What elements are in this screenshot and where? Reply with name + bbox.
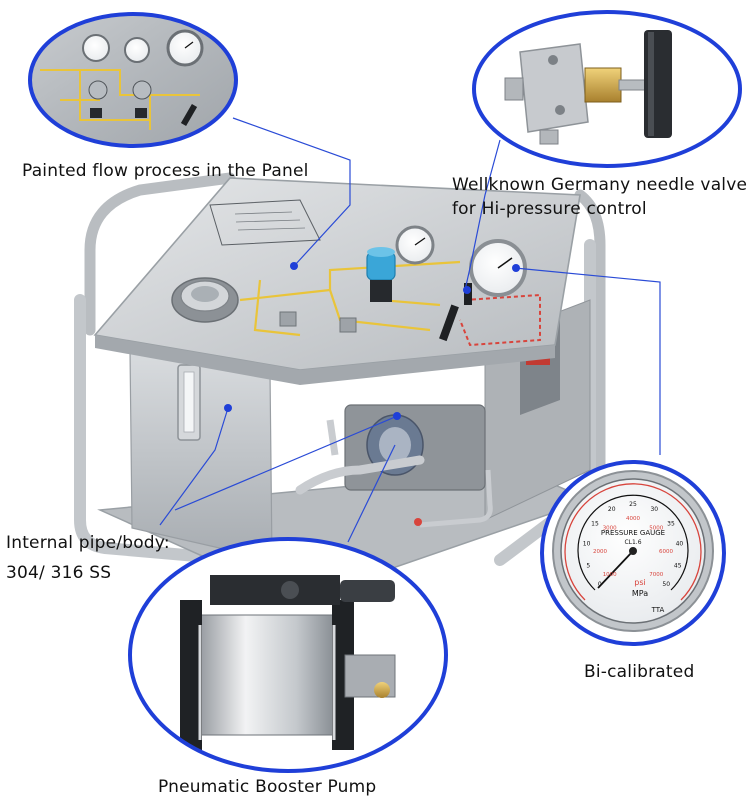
caption-needle-valve: Wellknown Germany needle valve for Hi-pr… (452, 173, 747, 221)
caption-internal-pipe-line1: Internal pipe/body: (6, 533, 170, 553)
gauge-inner-label-9: 45 (674, 563, 682, 570)
gauge-inner-label-6: 30 (650, 506, 658, 513)
caption-internal-pipe: Internal pipe/body: 304/ 316 SS (6, 528, 170, 588)
gauge-outer-label-1: 2000 (593, 549, 607, 555)
caption-needle-valve-line1: Wellknown Germany needle valve (452, 175, 748, 195)
gauge-inner-label-8: 40 (676, 541, 684, 548)
gauge-outer-scale: 1000 2000 3000 4000 5000 6000 7000 (593, 516, 673, 578)
gauge-inner-label-5: 25 (629, 501, 637, 508)
callout-needle-valve (472, 10, 742, 168)
gauge-unit-psi: psi (634, 578, 645, 587)
callout-panel-flow (28, 12, 238, 148)
gauge-outer-label-3: 4000 (626, 516, 640, 522)
leader-dots (224, 262, 520, 420)
gauge-outer-label-2: 3000 (603, 526, 617, 532)
gauge-outer-label-4: 5000 (649, 526, 663, 532)
gauge-inner-label-2: 10 (583, 541, 591, 548)
caption-needle-valve-line2: for Hi-pressure control (452, 199, 647, 219)
gauge-inner-label-7: 35 (667, 520, 675, 527)
caption-internal-pipe-line2: 304/ 316 SS (6, 563, 112, 583)
gauge-unit-mpa: MPa (632, 589, 648, 598)
gauge-outer-label-5: 6000 (659, 549, 673, 555)
gauge-class: CL1.6 (624, 539, 641, 546)
gauge-inner-scale: 0 5 10 15 20 25 30 35 40 45 50 (583, 501, 684, 588)
gauge-inner-label-0: 0 (598, 581, 602, 588)
caption-booster-pump: Pneumatic Booster Pump (158, 777, 377, 797)
caption-panel-flow: Painted flow process in the Panel (22, 161, 309, 181)
test-bench-frame (74, 172, 606, 601)
gauge-brand: PRESSURE GAUGE (601, 529, 665, 537)
callout-booster-pump (128, 537, 448, 773)
callout-bi-calibrated-gauge (540, 460, 726, 646)
gauge-outer-label-0: 1000 (603, 572, 617, 578)
gauge-inner-label-3: 15 (591, 520, 599, 527)
gauge-outer-label-6: 7000 (649, 572, 663, 578)
leader-lines (159, 117, 661, 543)
gauge-inner-label-1: 5 (586, 563, 590, 570)
gauge-inner-label-10: 50 (662, 581, 670, 588)
gauge-inner-label-4: 20 (608, 506, 616, 513)
gauge-dial-text: PRESSURE GAUGE CL1.6 psi MPa TTA 0 5 10 15 2… (583, 501, 684, 614)
gauge-maker: TTA (651, 606, 665, 614)
caption-bi-calibrated: Bi-calibrated (584, 662, 695, 682)
